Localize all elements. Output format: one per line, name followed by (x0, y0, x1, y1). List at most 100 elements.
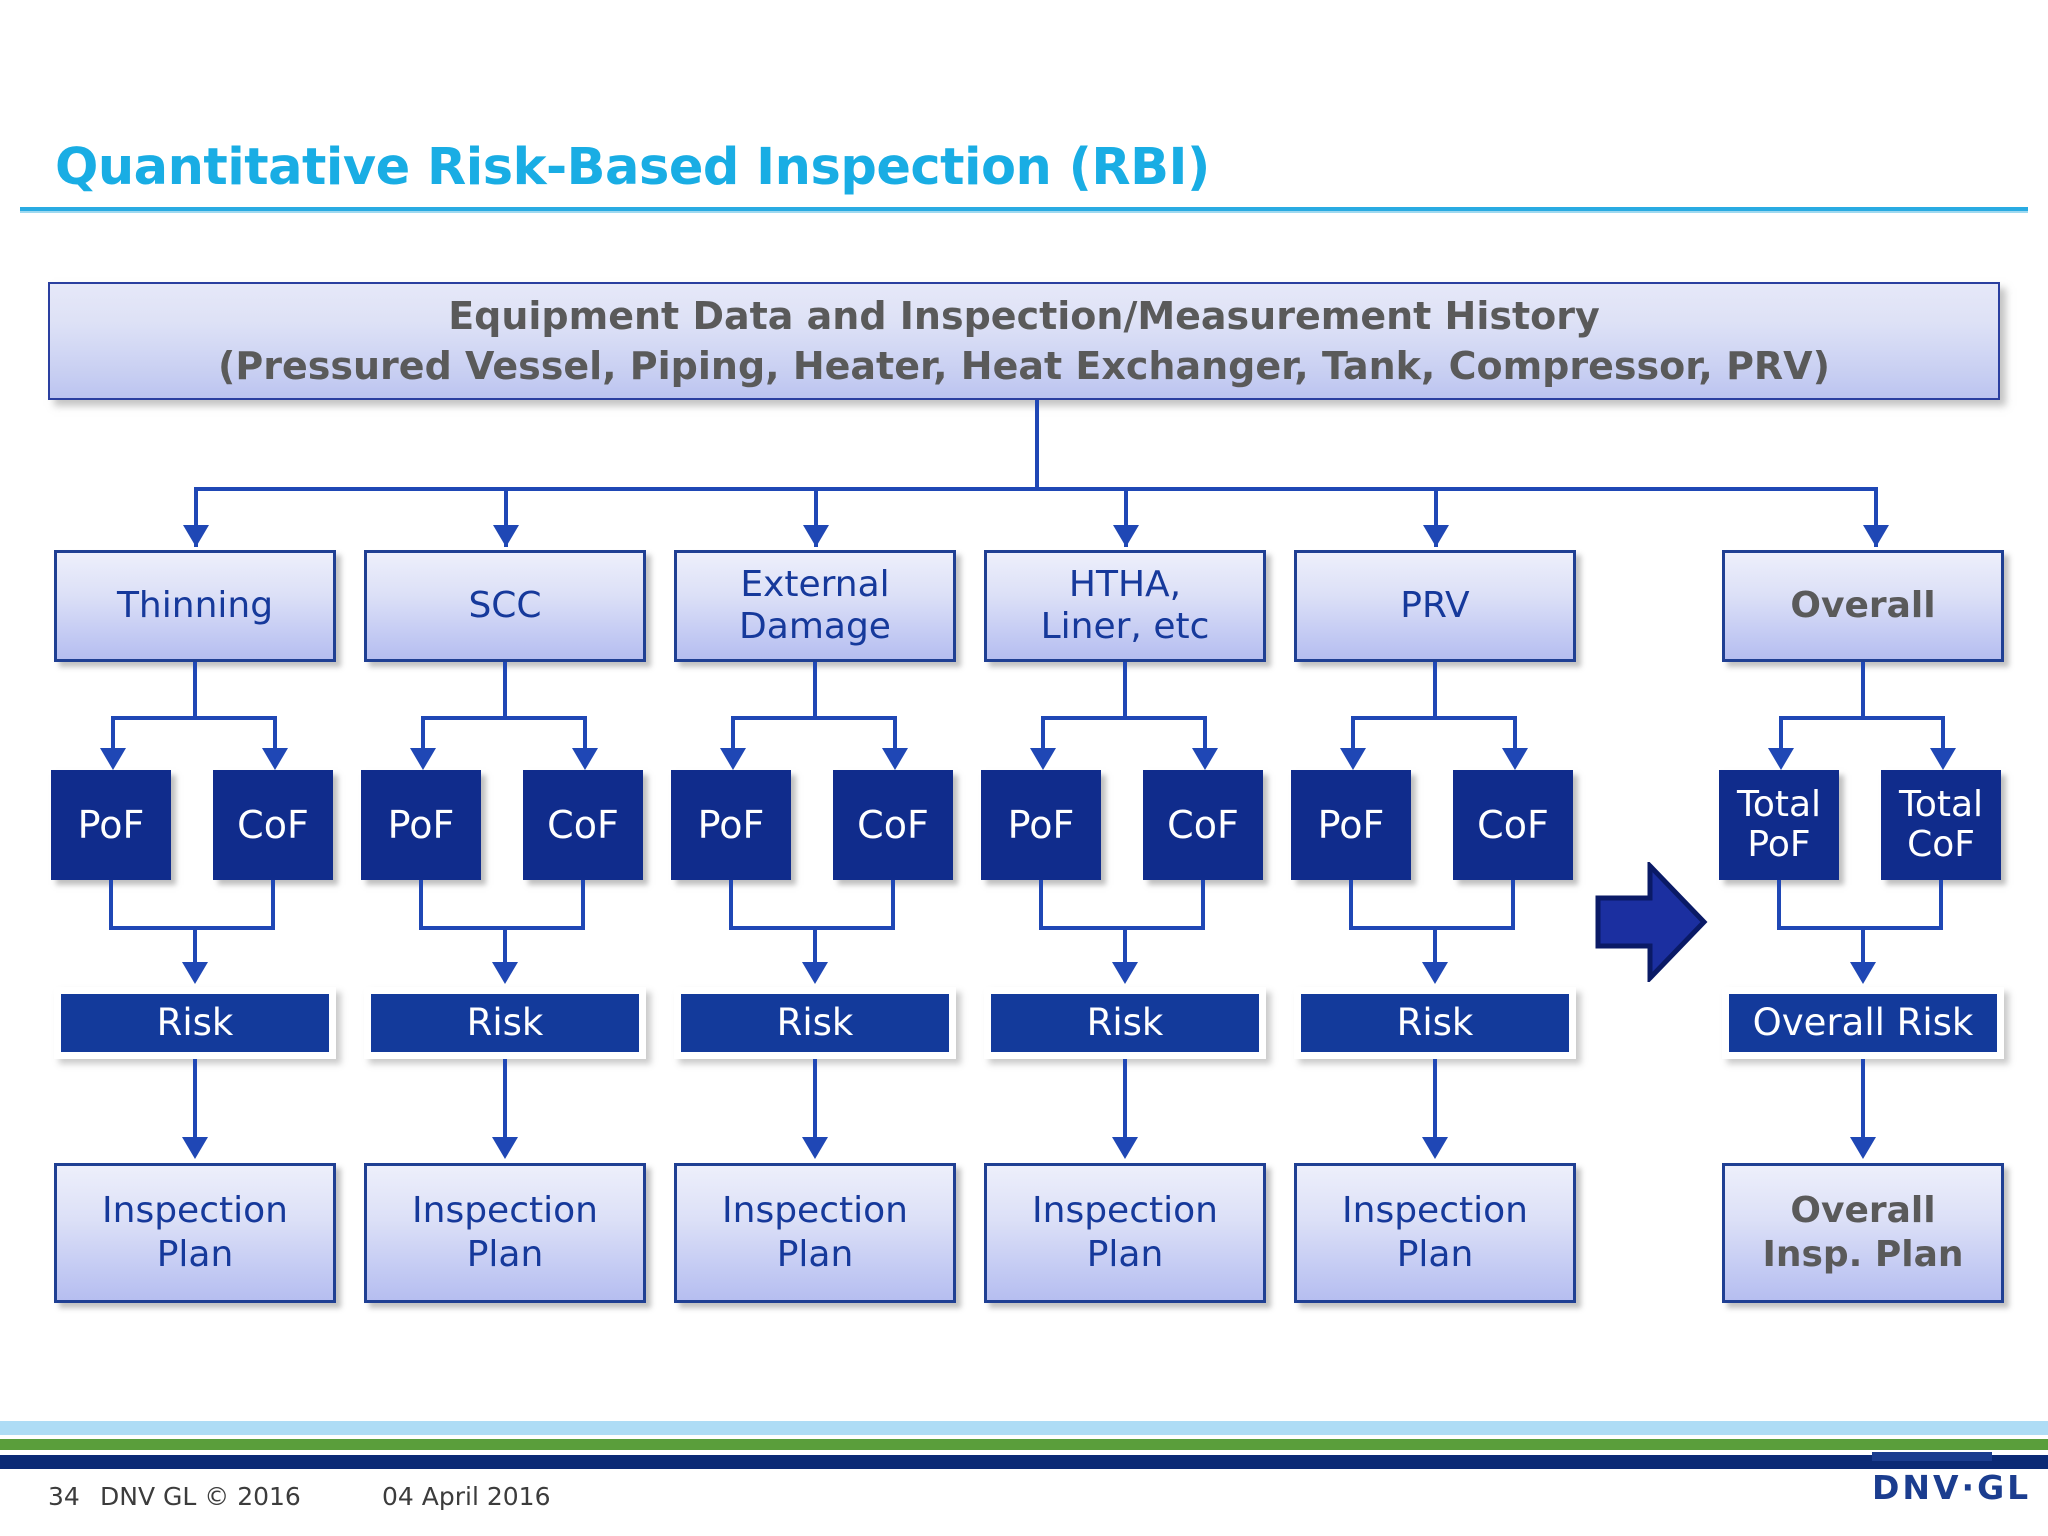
cof-feed-1 (273, 716, 277, 760)
pof-label: PoF (77, 803, 145, 847)
plan-label-line-2: Insp. Plan (1762, 1234, 1964, 1275)
plan-label-line-2: Plan (466, 1234, 544, 1275)
overall-plan-stem (1861, 1059, 1865, 1149)
risk-box-prv[interactable]: Risk (1294, 987, 1576, 1059)
cof-label: CoF (1477, 803, 1549, 847)
inspection-plan-box-prv[interactable]: Inspection Plan (1294, 1163, 1576, 1303)
risk-merge-1 (109, 926, 275, 930)
pof-arrow-4 (1030, 748, 1056, 770)
cat-stem-5 (1433, 662, 1437, 720)
risk-stem-3 (813, 926, 817, 974)
pof-down-3 (729, 880, 733, 930)
plan-label-line-1: Inspection (1342, 1190, 1528, 1231)
drop-arrow-4 (1113, 525, 1139, 547)
drop-arrow-6 (1863, 525, 1889, 547)
cof-arrow-3 (882, 748, 908, 770)
pof-label: PoF (1317, 803, 1385, 847)
pof-box-prv[interactable]: PoF (1291, 770, 1411, 880)
cof-feed-3 (893, 716, 897, 760)
pof-arrow-2 (410, 748, 436, 770)
category-box-scc[interactable]: SCC (364, 550, 646, 662)
plan-label-line-1: Inspection (1032, 1190, 1218, 1231)
overall-risk-box[interactable]: Overall Risk (1722, 987, 2004, 1059)
risk-merge-3 (729, 926, 895, 930)
risk-inner: Risk (371, 994, 639, 1052)
pof-feed-1 (111, 716, 115, 760)
cof-box-thinning[interactable]: CoF (213, 770, 333, 880)
cof-down-4 (1201, 880, 1205, 930)
cat-split-4 (1041, 716, 1207, 720)
risk-arrow-5 (1422, 962, 1448, 984)
plan-label-line-1: Inspection (412, 1190, 598, 1231)
overall-risk-label: Overall Risk (1752, 1001, 1974, 1044)
inspection-plan-box-scc[interactable]: Inspection Plan (364, 1163, 646, 1303)
header-line-1: Equipment Data and Inspection/Measuremen… (448, 294, 1600, 338)
risk-box-thinning[interactable]: Risk (54, 987, 336, 1059)
risk-arrow-2 (492, 962, 518, 984)
pof-down-2 (419, 880, 423, 930)
cat-stem-6 (1861, 662, 1865, 720)
cof-label: CoF (547, 803, 619, 847)
cof-box-htha-liner[interactable]: CoF (1143, 770, 1263, 880)
total-cof-label-line-1: Total (1898, 784, 1984, 825)
category-box-external-damage[interactable]: External Damage (674, 550, 956, 662)
category-label-line-2: Liner, etc (1040, 606, 1210, 647)
category-box-prv[interactable]: PRV (1294, 550, 1576, 662)
total-pof-arrow (1768, 748, 1794, 770)
inspection-plan-box-thinning[interactable]: Inspection Plan (54, 1163, 336, 1303)
risk-inner: Risk (1301, 994, 1569, 1052)
pof-feed-2 (421, 716, 425, 760)
dnv-gl-logo: DNV·GL (1872, 1452, 2028, 1514)
risk-stem-5 (1433, 926, 1437, 974)
cof-box-prv[interactable]: CoF (1453, 770, 1573, 880)
total-cof-feed (1941, 716, 1945, 760)
category-box-thinning[interactable]: Thinning (54, 550, 336, 662)
drop-arrow-1 (183, 525, 209, 547)
footer-bar-navy (0, 1455, 2048, 1469)
drop-arrow-3 (803, 525, 829, 547)
cof-arrow-2 (572, 748, 598, 770)
plan-label-line-2: Plan (776, 1234, 854, 1275)
pof-box-external-damage[interactable]: PoF (671, 770, 791, 880)
category-box-htha-liner[interactable]: HTHA, Liner, etc (984, 550, 1266, 662)
cof-down-5 (1511, 880, 1515, 930)
inspection-plan-box-htha-liner[interactable]: Inspection Plan (984, 1163, 1266, 1303)
pof-box-thinning[interactable]: PoF (51, 770, 171, 880)
risk-box-scc[interactable]: Risk (364, 987, 646, 1059)
plan-stem-2 (503, 1059, 507, 1149)
total-pof-feed (1779, 716, 1783, 760)
inspection-plan-box-external-damage[interactable]: Inspection Plan (674, 1163, 956, 1303)
footer-copyright: DNV GL © 2016 (100, 1482, 301, 1511)
cof-label: CoF (1167, 803, 1239, 847)
cat-stem-3 (813, 662, 817, 720)
risk-inner: Risk (681, 994, 949, 1052)
cof-box-external-damage[interactable]: CoF (833, 770, 953, 880)
plan-arrow-2 (492, 1137, 518, 1159)
drop-line-2 (504, 487, 508, 547)
header-bus-line (194, 487, 1878, 491)
logo-accent-bar (1872, 1452, 1992, 1461)
total-cof-box[interactable]: Total CoF (1881, 770, 2001, 880)
cat-split-5 (1351, 716, 1517, 720)
drop-line-6 (1874, 487, 1878, 547)
pof-box-scc[interactable]: PoF (361, 770, 481, 880)
overall-inspection-plan-box[interactable]: Overall Insp. Plan (1722, 1163, 2004, 1303)
risk-box-external-damage[interactable]: Risk (674, 987, 956, 1059)
category-label-line-2: Damage (739, 606, 891, 647)
plan-label-line-2: Plan (1396, 1234, 1474, 1275)
risk-label: Risk (466, 1001, 544, 1044)
total-pof-box[interactable]: Total PoF (1719, 770, 1839, 880)
risk-inner: Risk (61, 994, 329, 1052)
pof-feed-5 (1351, 716, 1355, 760)
category-box-overall[interactable]: Overall (1722, 550, 2004, 662)
cof-feed-5 (1513, 716, 1517, 760)
risk-arrow-3 (802, 962, 828, 984)
pof-down-5 (1349, 880, 1353, 930)
category-label: SCC (468, 585, 542, 626)
risk-box-htha-liner[interactable]: Risk (984, 987, 1266, 1059)
pof-box-htha-liner[interactable]: PoF (981, 770, 1101, 880)
cof-box-scc[interactable]: CoF (523, 770, 643, 880)
equipment-data-header-box: Equipment Data and Inspection/Measuremen… (48, 282, 2000, 400)
risk-merge-2 (419, 926, 585, 930)
plan-label-line-1: Inspection (102, 1190, 288, 1231)
